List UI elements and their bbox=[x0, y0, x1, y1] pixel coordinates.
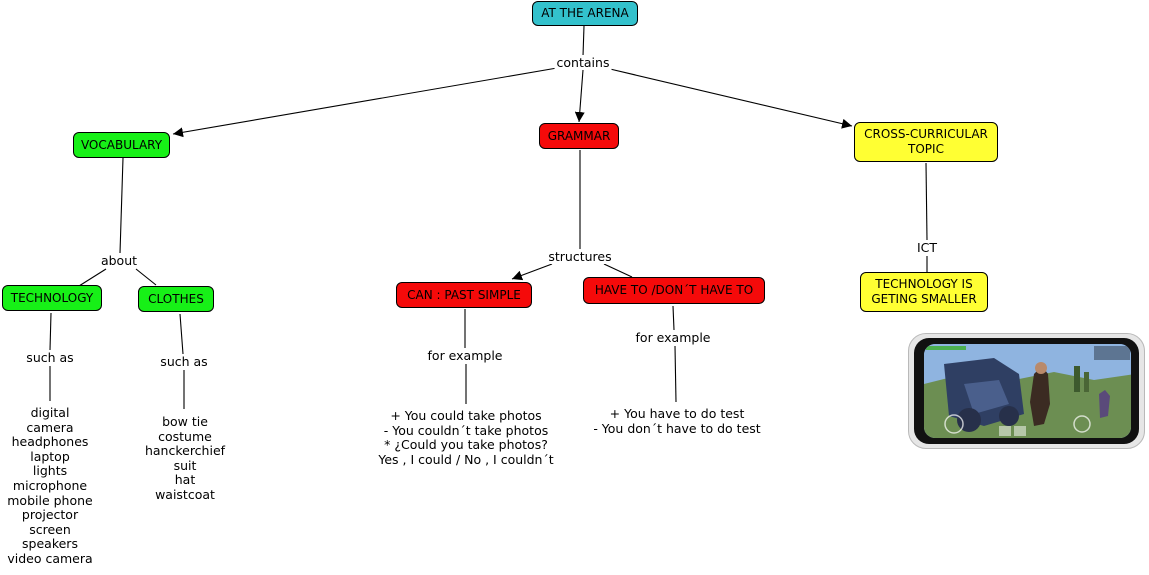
node-technology[interactable]: TECHNOLOGY bbox=[2, 285, 102, 311]
link-label-ict[interactable]: ICT bbox=[914, 240, 940, 255]
list-item: projector bbox=[21, 507, 79, 523]
link-cross-ict bbox=[925, 162, 928, 241]
list-item: hat bbox=[174, 472, 196, 488]
list-item: costume bbox=[158, 428, 212, 444]
list-item: screen bbox=[29, 521, 71, 537]
arrow-contains-grammar bbox=[574, 69, 585, 123]
node-technology-is-geting-smaller[interactable]: TECHNOLOGY IS GETING SMALLER bbox=[860, 272, 988, 312]
list-item: - You don´t have to do test bbox=[593, 420, 761, 436]
phone-bezel bbox=[914, 338, 1139, 444]
list-item: - You couldn´t take photos bbox=[383, 422, 549, 438]
link-technology-suchas bbox=[49, 312, 52, 351]
link-label-for-example-have-to[interactable]: for example bbox=[633, 330, 713, 345]
list-item: suit bbox=[173, 457, 197, 473]
list-item: microphone bbox=[12, 477, 88, 493]
node-clothes[interactable]: CLOTHES bbox=[138, 286, 214, 312]
link-label-about[interactable]: about bbox=[98, 253, 140, 268]
smartphone-game-image[interactable] bbox=[908, 333, 1145, 449]
list-item: + You have to do test bbox=[609, 406, 745, 421]
link-clothes-suchas bbox=[179, 313, 184, 355]
arrow-structures-can bbox=[511, 263, 553, 281]
link-label-such-as-clothes[interactable]: such as bbox=[158, 354, 210, 369]
list-item: headphones bbox=[11, 434, 89, 450]
node-cross-curricular-topic[interactable]: CROSS-CURRICULAR TOPIC bbox=[854, 122, 998, 162]
list-item: lights bbox=[32, 463, 68, 479]
link-forexample-havelist bbox=[674, 345, 677, 403]
list-item: Yes , I could / No , I couldn´t bbox=[378, 451, 554, 467]
link-haveto-forexample bbox=[672, 305, 675, 331]
arrow-contains-vocabulary bbox=[172, 67, 558, 138]
link-structures-haveto bbox=[603, 263, 633, 278]
list-item: mobile phone bbox=[7, 492, 93, 508]
game-scene bbox=[924, 344, 1131, 438]
list-item: speakers bbox=[22, 536, 78, 552]
have-to-example-list[interactable]: + You have to do test- You don´t have to… bbox=[593, 406, 761, 436]
node-at-the-arena[interactable]: AT THE ARENA bbox=[532, 1, 638, 26]
list-item: waistcoat bbox=[155, 486, 215, 502]
link-label-structures[interactable]: structures bbox=[546, 249, 614, 264]
node-can-past-simple[interactable]: CAN : PAST SIMPLE bbox=[396, 282, 532, 308]
list-item: video camera bbox=[7, 550, 93, 566]
phone-screen bbox=[924, 344, 1131, 438]
node-grammar[interactable]: GRAMMAR bbox=[539, 123, 619, 149]
link-about-technology bbox=[78, 268, 107, 287]
list-item: camera bbox=[26, 419, 74, 435]
link-root-contains bbox=[582, 25, 585, 57]
list-item: laptop bbox=[30, 448, 70, 464]
can-example-list[interactable]: + You could take photos- You couldn´t ta… bbox=[378, 408, 554, 467]
node-have-to[interactable]: HAVE TO /DON´T HAVE TO bbox=[583, 277, 765, 304]
list-item: digital bbox=[30, 405, 70, 420]
list-item: bow tie bbox=[162, 414, 208, 429]
node-vocabulary[interactable]: VOCABULARY bbox=[73, 132, 170, 158]
link-label-contains[interactable]: contains bbox=[554, 55, 612, 70]
list-item: hanckerchief bbox=[144, 443, 226, 459]
link-label-for-example-can[interactable]: for example bbox=[425, 348, 505, 363]
arrow-contains-cross bbox=[609, 68, 853, 129]
list-item: + You could take photos bbox=[390, 408, 542, 423]
list-item: * ¿Could you take photos? bbox=[384, 437, 548, 453]
link-label-such-as-technology[interactable]: such as bbox=[24, 350, 76, 365]
link-about-clothes bbox=[135, 268, 157, 286]
link-vocabulary-about bbox=[119, 157, 124, 254]
